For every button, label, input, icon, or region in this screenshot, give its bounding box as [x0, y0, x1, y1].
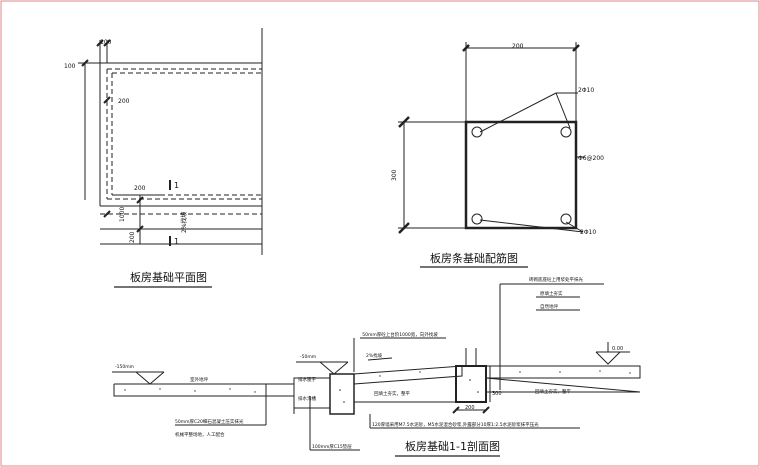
- section-dim-300: 300: [492, 391, 502, 397]
- plan-dim-left: 100: [64, 63, 76, 70]
- section-note-bottom: 100mm厚C15垫层: [312, 443, 352, 450]
- section-level-left: -150mm: [115, 364, 134, 370]
- rebar-view: [398, 42, 585, 234]
- rebar-title: 板房条基础配筋图: [430, 251, 518, 265]
- rebar-dim-height: 300: [391, 169, 398, 181]
- section-label-drain-cover: 排水篦子: [298, 376, 316, 383]
- concrete-hatch: [124, 370, 631, 403]
- plan-dim-bottom-a: 1000: [119, 207, 126, 222]
- section-label-slope: 2%找坡: [366, 352, 383, 359]
- plan-dim-top: 100: [100, 39, 112, 46]
- section-note-pave: 50mm厚砼上台阶1000宽，向外找坡: [362, 331, 438, 338]
- rebar-stirrup: Φ6@200: [578, 155, 604, 162]
- rebar-bar-top: 2Φ10: [578, 87, 594, 94]
- section-note-top-cap: 砖砌底座砼上用浆处平抹光: [529, 276, 583, 283]
- section-note-left-1: 50mm厚C20细石混凝土压实抹光: [175, 418, 244, 425]
- section-label-outdoor: 室外地坪: [190, 376, 208, 383]
- section-dim-200: 200: [465, 405, 475, 411]
- plan-dim-inner: 200: [118, 98, 130, 105]
- plan-title: 板房基础平面图: [130, 270, 207, 284]
- section-label-fill-right: 回填土夯实，整平: [535, 388, 571, 395]
- section-label-drain: 排水沟槽: [298, 395, 316, 402]
- section-title: 板房基础1-1剖面图: [405, 439, 500, 453]
- section-note-wall: 120厚墙采用M7.5水泥砂，M5水泥混合砂浆,外露部分10厚1:2.5水泥砂浆…: [372, 421, 539, 428]
- section-label-fill-left: 回填土夯实，整平: [374, 390, 410, 397]
- rebar-bar-bottom: 2Φ10: [580, 229, 596, 236]
- plan-dim-bottom-b: 200: [129, 231, 136, 243]
- section-note-sand1: 原填土夯实: [540, 290, 563, 297]
- plan-view: [78, 28, 263, 255]
- section-level-mid: -50mm: [300, 354, 316, 360]
- section-level-right: 0.00: [612, 346, 623, 352]
- section-note-sand2: 自然地坪: [540, 303, 558, 310]
- plan-section-mark-top: 1: [174, 181, 179, 190]
- plan-slope-note: 2%找坡: [180, 211, 188, 233]
- rebar-dim-width: 200: [512, 43, 524, 50]
- section-note-left-2: 机械平整场地，人工配合: [175, 431, 225, 438]
- plan-dim-corner: 200: [134, 185, 146, 192]
- plan-section-mark-bottom: 1: [174, 237, 179, 246]
- section-view: [112, 283, 641, 451]
